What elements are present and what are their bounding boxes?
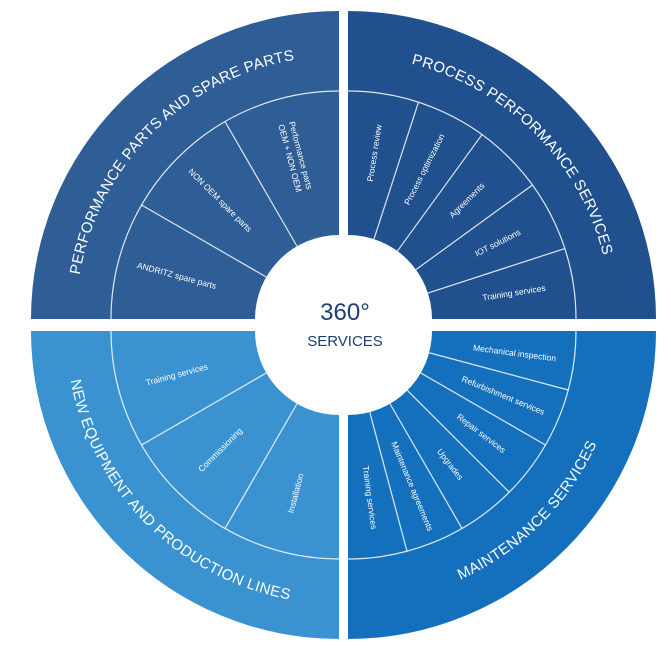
item-divider bbox=[415, 184, 533, 271]
item-divider bbox=[369, 411, 408, 552]
item-divider bbox=[224, 403, 298, 529]
ring-divider-performance-parts bbox=[110, 90, 340, 320]
item-divider bbox=[396, 134, 483, 252]
quadrant-band-process-performance bbox=[348, 11, 656, 319]
quadrant-band-performance-parts bbox=[31, 11, 339, 319]
ring-divider-process-performance bbox=[347, 90, 577, 320]
ring-divider-new-equipment bbox=[110, 330, 340, 560]
item-divider bbox=[224, 121, 298, 247]
center-subtitle: SERVICES bbox=[307, 333, 383, 350]
item-divider bbox=[420, 372, 546, 446]
item-divider bbox=[406, 389, 510, 493]
quadrant-ring-performance-parts bbox=[111, 91, 339, 319]
item-divider bbox=[428, 352, 569, 391]
quadrant-ring-process-performance bbox=[348, 91, 576, 319]
item-divider bbox=[389, 403, 463, 529]
center-title: 360° bbox=[320, 299, 370, 326]
quadrant-band-maintenance bbox=[348, 331, 656, 639]
center-circle bbox=[261, 241, 429, 409]
quadrant-band-new-equipment bbox=[31, 331, 339, 639]
quadrant-ring-new-equipment bbox=[111, 331, 339, 559]
item-divider bbox=[141, 372, 267, 446]
item-divider bbox=[427, 247, 566, 294]
item-divider bbox=[373, 101, 420, 240]
item-divider bbox=[141, 204, 267, 278]
